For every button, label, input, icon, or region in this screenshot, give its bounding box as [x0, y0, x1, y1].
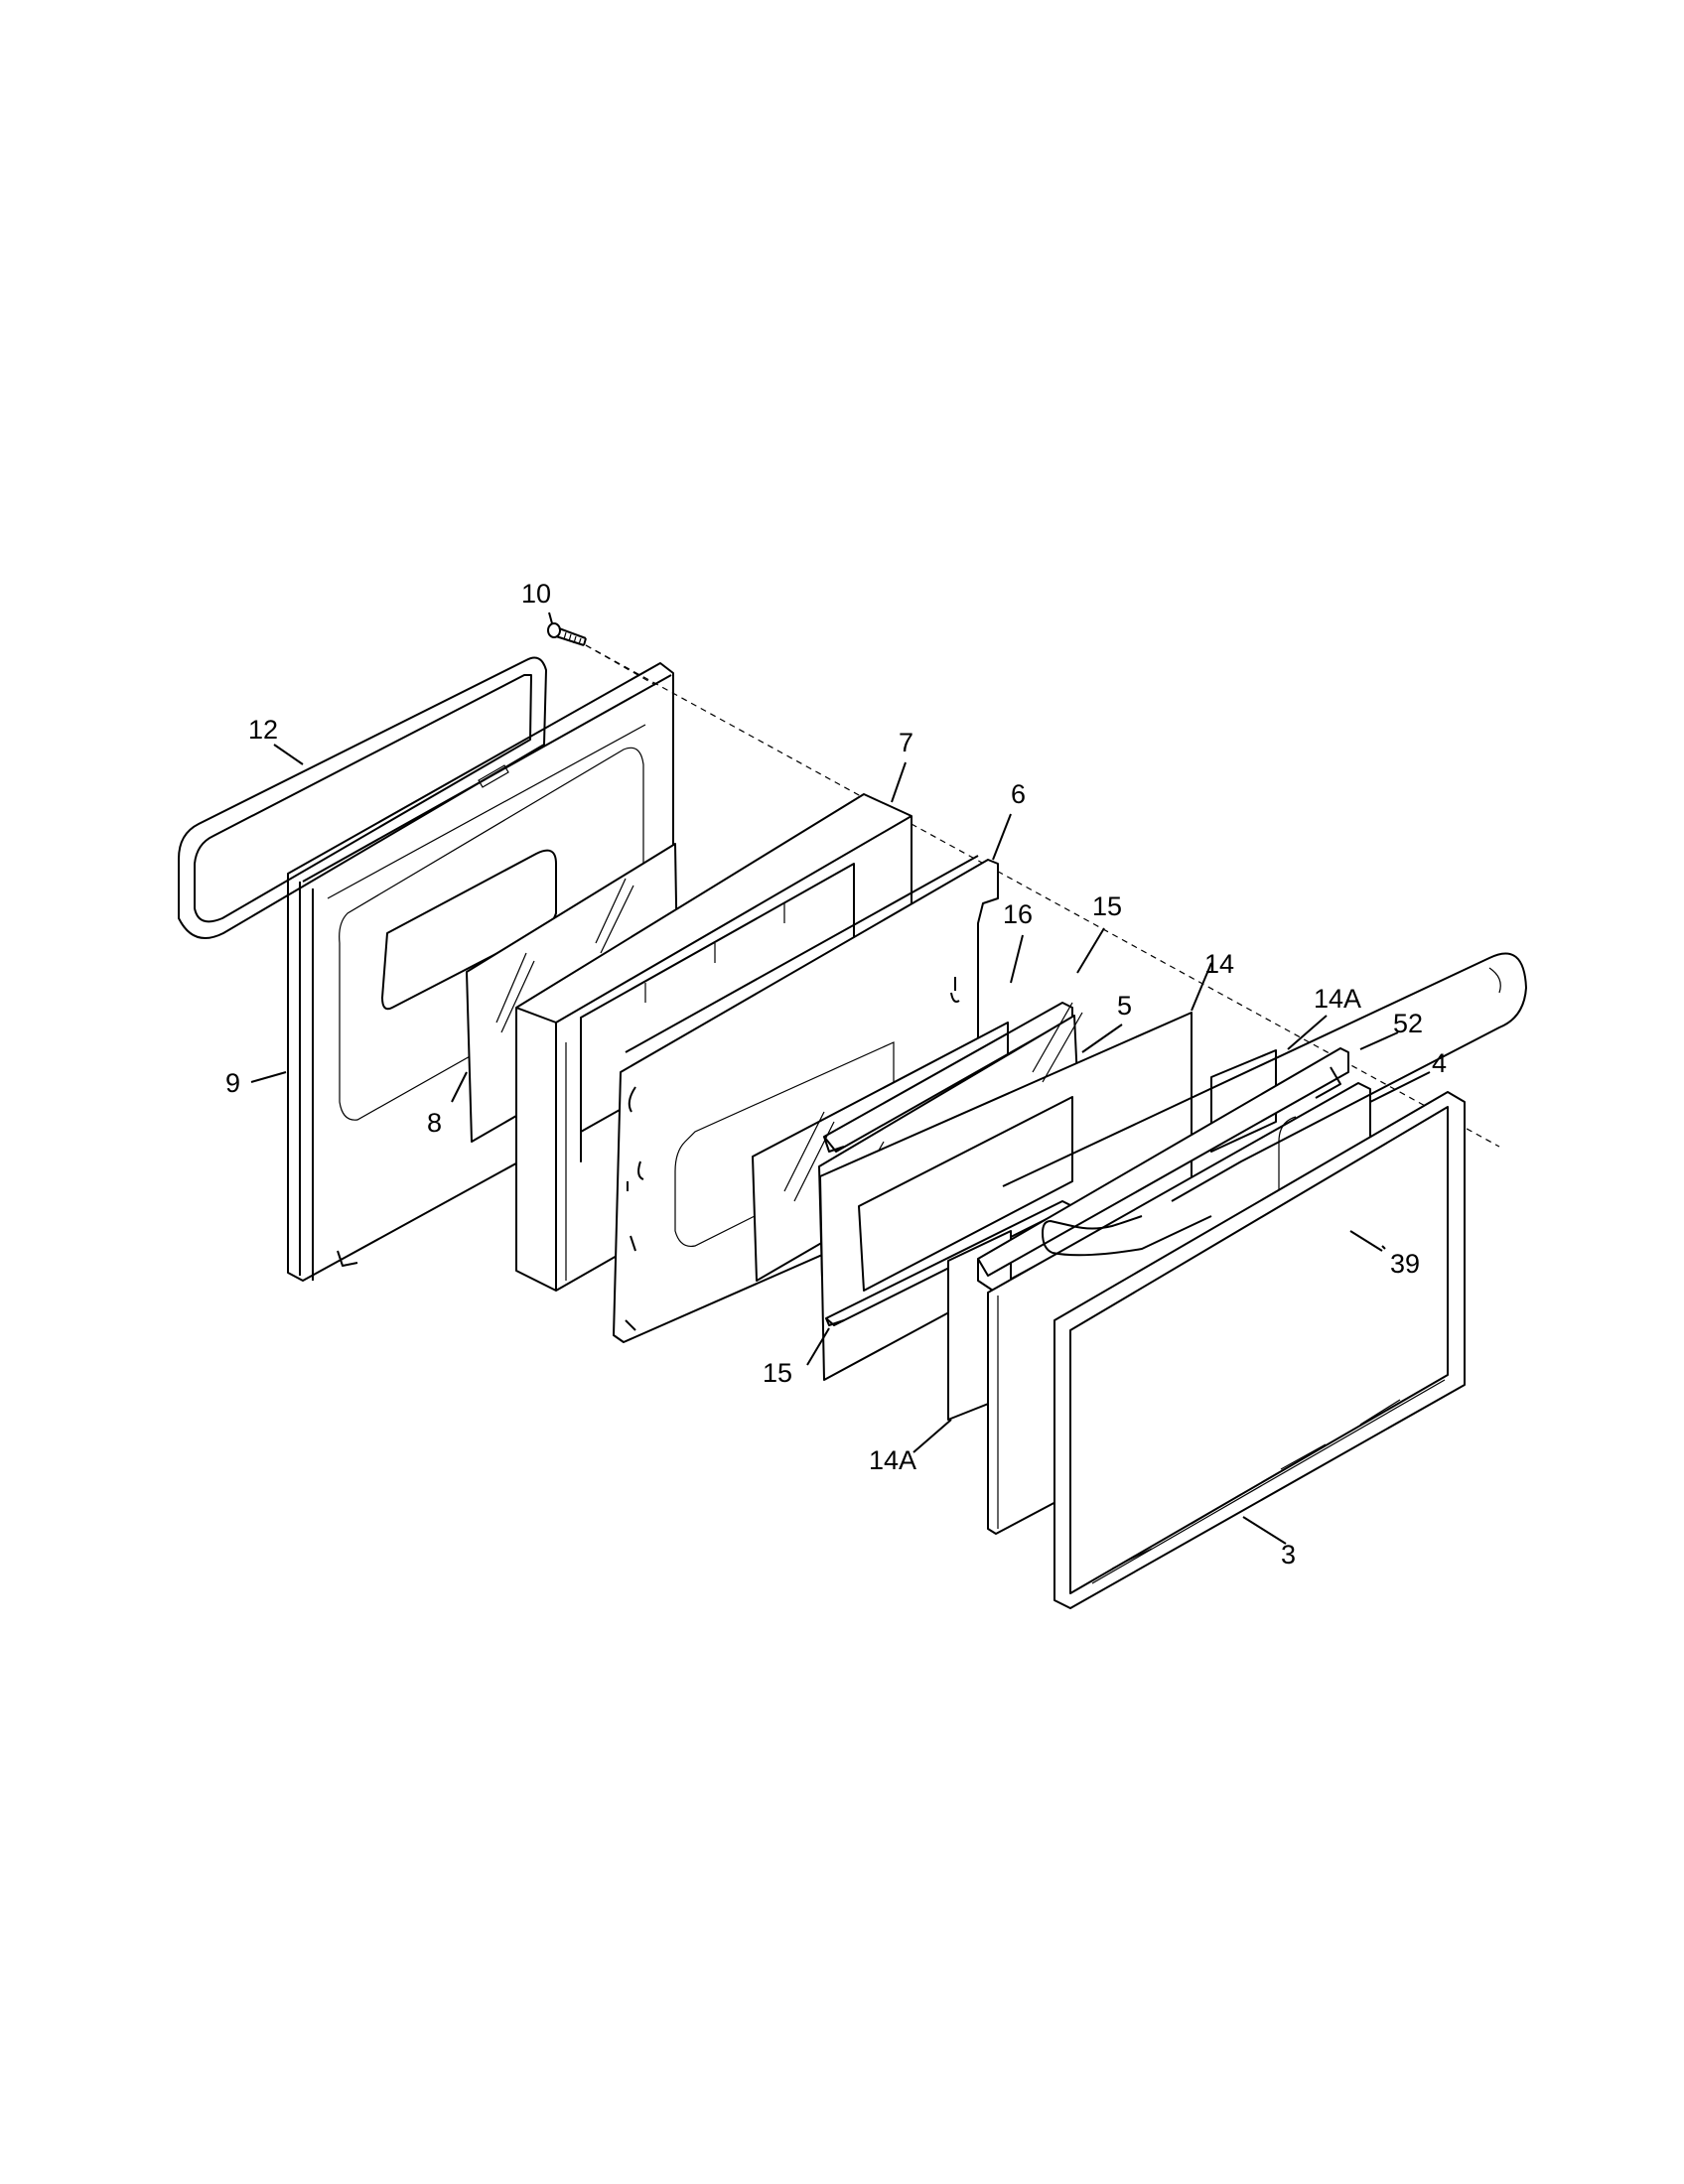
callout-39: 39	[1390, 1249, 1421, 1279]
callout-52: 52	[1393, 1009, 1424, 1038]
leader-14	[1191, 962, 1212, 1012]
screw-part-10	[547, 622, 587, 646]
callout-10: 10	[521, 579, 552, 609]
callout-3: 3	[1281, 1540, 1297, 1570]
leader-4	[1369, 1071, 1431, 1103]
leader-16	[1010, 934, 1024, 984]
leader-6	[992, 813, 1012, 861]
callout-6: 6	[1011, 779, 1027, 809]
leader-12	[273, 744, 304, 765]
callout-15-bottom: 15	[763, 1358, 793, 1388]
leader-15-top	[1076, 927, 1105, 974]
callout-14A-top: 14A	[1314, 984, 1362, 1014]
leader-52	[1359, 1031, 1399, 1050]
leader-14A-top	[1287, 1015, 1328, 1050]
leader-9	[250, 1071, 287, 1083]
callout-7: 7	[899, 728, 914, 757]
leader-14A-bottom	[912, 1419, 952, 1453]
leader-39b	[1349, 1230, 1383, 1252]
gasket-part-12	[178, 656, 547, 939]
leader-8	[451, 1071, 468, 1103]
callout-8: 8	[427, 1108, 443, 1138]
outer-frame-part-3	[1053, 1091, 1466, 1609]
leader-3	[1242, 1516, 1287, 1545]
leader-10	[548, 612, 553, 624]
leader-15-bottom	[806, 1327, 830, 1366]
callout-9: 9	[225, 1068, 241, 1098]
leader-7	[891, 761, 907, 803]
door-panel-part-6	[613, 855, 999, 1343]
callout-14A-bottom: 14A	[869, 1445, 917, 1475]
handle-part-39	[1002, 952, 1527, 1257]
trim-bracket-part-52	[977, 1047, 1349, 1292]
callout-15-top: 15	[1092, 891, 1123, 921]
top-bracket-part-15	[823, 1002, 1073, 1153]
callout-14: 14	[1204, 949, 1235, 979]
callout-12: 12	[248, 715, 279, 745]
callout-5: 5	[1117, 991, 1133, 1021]
callout-4: 4	[1432, 1048, 1448, 1078]
callout-16: 16	[1003, 899, 1034, 929]
leader-5	[1081, 1024, 1123, 1053]
leader-39	[1381, 1245, 1386, 1250]
